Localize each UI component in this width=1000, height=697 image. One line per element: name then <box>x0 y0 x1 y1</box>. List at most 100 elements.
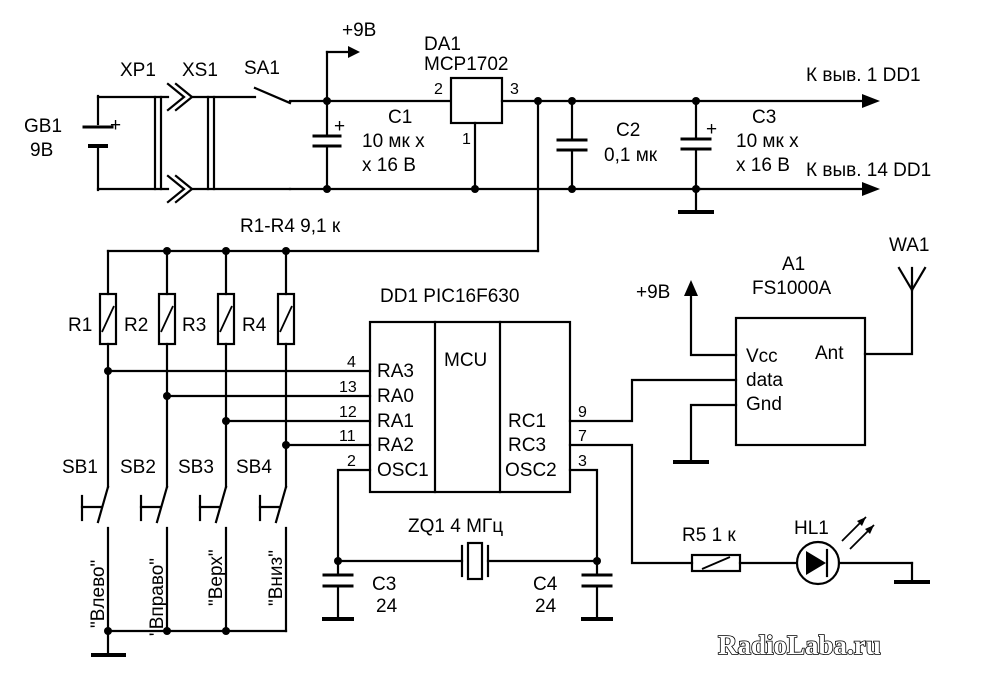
regulator-ref: DA1 <box>424 34 461 55</box>
c1-line1: 10 мк х <box>362 131 425 152</box>
button-sb1: SB1 "Влево" <box>62 369 110 633</box>
resistor-r1: R1 <box>68 249 118 373</box>
switch-sa1: SA1 <box>244 58 292 105</box>
c2-value: 0,1 мк <box>604 145 658 166</box>
junction-dot <box>692 97 700 105</box>
junction-dot <box>568 185 576 193</box>
mcu-pin-num: 2 <box>347 453 356 470</box>
mcu-core-label: MCU <box>444 350 487 371</box>
sb3-label: "Верх" <box>206 549 227 606</box>
junction-dot <box>323 185 331 193</box>
c3-power-line2: х 16 В <box>736 155 790 176</box>
battery-plus-sign: + <box>110 115 121 136</box>
led-hl1: HL1 <box>794 516 875 586</box>
capacitor-c1: + C1 10 мк х х 16 В <box>312 99 425 191</box>
resistor-r4: R4 <box>242 249 296 447</box>
oscillator-section: ZQ1 4 МГц C3 24 C4 24 <box>322 468 613 621</box>
plug-ref: XP1 <box>120 60 156 81</box>
junction-dot <box>323 97 331 105</box>
c3-value: 24 <box>376 596 398 617</box>
mcu-pin-name: RC3 <box>508 435 546 456</box>
capacitor-c2: C2 0,1 мк <box>556 99 658 191</box>
mcu-pin-name: RC1 <box>508 411 546 432</box>
junction-dot <box>104 627 112 635</box>
resistor-group-label: R1-R4 9,1 к <box>240 216 341 237</box>
r1-ref: R1 <box>68 315 92 336</box>
battery-gb1: + GB1 9В <box>24 94 121 192</box>
c1-ref: C1 <box>388 107 412 128</box>
c4-ref: C4 <box>533 574 558 595</box>
junction-dot <box>471 185 479 193</box>
output-label-1: К выв. 1 DD1 <box>806 65 921 86</box>
r2-ref: R2 <box>124 315 148 336</box>
mcu-pin-num: 13 <box>339 379 357 396</box>
mcu-pin-num: 11 <box>339 428 356 445</box>
mcu-pin-name: OSC2 <box>505 460 557 481</box>
sb4-ref: SB4 <box>236 457 272 478</box>
pullup-section: R1-R4 9,1 к R1 R2 R3 <box>68 99 540 449</box>
r3-ref: R3 <box>182 315 206 336</box>
junction-dot <box>593 557 601 565</box>
capacitor-c3: C3 24 <box>322 573 398 621</box>
led-ref: HL1 <box>794 518 829 539</box>
button-sb3: SB3 "Верх" <box>178 419 228 633</box>
supply-label: +9В <box>342 20 376 41</box>
sb2-label: "Вправо" <box>147 558 168 636</box>
junction-dot <box>334 557 342 565</box>
capacitor-c4: C4 24 <box>533 573 613 621</box>
watermark: RadioLaba.ru <box>718 630 881 660</box>
c3-power-line1: 10 мк х <box>736 131 799 152</box>
resistor-r3: R3 <box>182 249 236 423</box>
c4-value: 24 <box>535 596 557 617</box>
rf-pin-vcc: Vcc <box>746 346 778 367</box>
supply-arrow-icon <box>684 280 698 296</box>
mcu-pin-num: 9 <box>578 404 587 421</box>
mcu-pin-name: RA0 <box>377 386 414 407</box>
c1-plus-sign: + <box>334 116 345 137</box>
regulator-part: MCP1702 <box>424 54 509 75</box>
c3-plus-sign: + <box>706 119 717 140</box>
rf-module-a1: A1 FS1000A Vcc data Gnd Ant +9В WA1 <box>568 235 929 464</box>
mcu-pin-num: 3 <box>578 453 587 470</box>
buttons-section: SB1 "Влево" SB2 "Вправо" SB3 "Верх" <box>62 369 288 657</box>
output-label-14: К выв. 14 DD1 <box>806 160 931 181</box>
battery-ref: GB1 <box>24 116 62 137</box>
button-sb4: SB4 "Вниз" <box>236 443 288 633</box>
supply-arrow-icon <box>348 46 360 58</box>
connector-xp1-xs1: XP1 XS1 <box>120 60 218 204</box>
mcu-pin-name: OSC1 <box>377 460 429 481</box>
junction-dot <box>692 185 700 193</box>
rf-part: FS1000A <box>752 278 832 299</box>
c3-power-ref: C3 <box>752 107 776 128</box>
led-section: R5 1 к HL1 <box>568 443 930 586</box>
rf-ref: A1 <box>782 254 805 275</box>
sb1-ref: SB1 <box>62 457 98 478</box>
c3-ref: C3 <box>372 574 396 595</box>
sb3-ref: SB3 <box>178 457 214 478</box>
c1-line2: х 16 В <box>362 155 416 176</box>
crystal-label: ZQ1 4 МГц <box>408 516 503 537</box>
button-sb2: SB2 "Вправо" <box>120 394 169 636</box>
switch-ref: SA1 <box>244 58 280 79</box>
output-arrow-icon <box>862 182 880 196</box>
power-section: + GB1 9В XP1 XS1 SA1 <box>24 20 931 214</box>
junction-dot <box>222 627 230 635</box>
battery-value: 9В <box>30 140 53 161</box>
mcu-dd1: DD1 PIC16F630 MCU 4 RA3 13 RA0 12 RA1 11… <box>339 286 587 494</box>
rf-supply-label: +9В <box>636 282 670 303</box>
mcu-pin-num: 12 <box>339 404 357 421</box>
junction-dot <box>568 97 576 105</box>
antenna-ref: WA1 <box>889 235 929 256</box>
mcu-pin-name: RA2 <box>377 435 414 456</box>
output-arrow-icon <box>862 94 880 108</box>
c2-ref: C2 <box>616 120 640 141</box>
r5-label: R5 1 к <box>682 525 736 546</box>
mcu-pin-num: 4 <box>347 354 356 371</box>
mcu-pin-num: 7 <box>578 428 587 445</box>
regulator-da1: DA1 MCP1702 2 3 1 <box>424 34 519 191</box>
sb4-label: "Вниз" <box>266 550 287 606</box>
regulator-pin-out: 3 <box>510 81 519 98</box>
resistor-r2: R2 <box>124 249 177 398</box>
rf-pin-data: data <box>746 370 783 391</box>
